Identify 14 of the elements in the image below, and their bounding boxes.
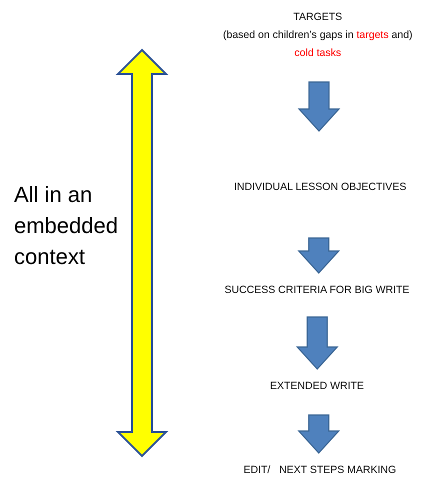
- step-text: and): [392, 29, 413, 41]
- block-arrow: [297, 414, 340, 454]
- step-text: TARGETS: [293, 11, 342, 23]
- step-text: INDIVIDUAL LESSON OBJECTIVES: [234, 181, 406, 193]
- block-arrow: [296, 316, 339, 370]
- step-text: EXTENDED WRITE: [270, 380, 364, 392]
- side-note: All in an embedded context: [14, 181, 119, 271]
- step-text: SUCCESS CRITERIA FOR BIG WRITE: [224, 284, 410, 296]
- block-arrow: [298, 81, 340, 132]
- step-text: (based on children’s gaps in: [223, 29, 354, 41]
- step-text: targets: [356, 29, 389, 41]
- step-text: cold tasks: [294, 47, 342, 59]
- step-text: EDIT/ NEXT STEPS MARKING: [244, 464, 396, 476]
- block-arrow: [297, 237, 340, 274]
